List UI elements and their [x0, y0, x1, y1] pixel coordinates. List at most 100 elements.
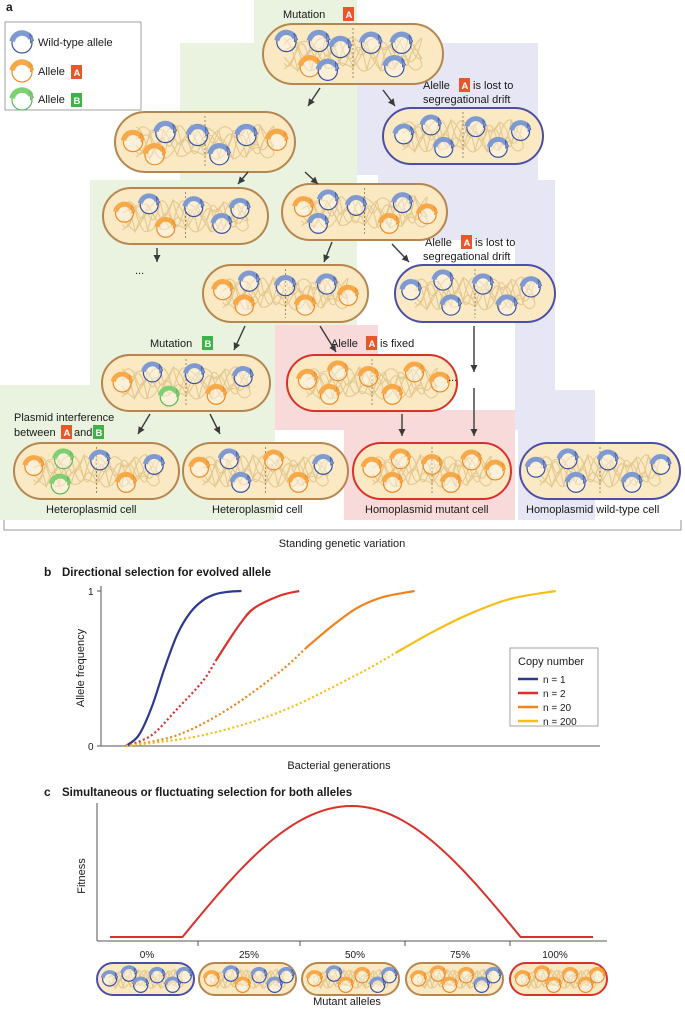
allele-a-plasmid [381, 383, 404, 405]
allele-a-icon [9, 59, 35, 83]
mutant-allele-cell-4 [509, 962, 608, 996]
wild-type-plasmid [141, 361, 164, 383]
allele-a-plasmid [211, 279, 234, 301]
allele-a-plasmid-icon [9, 59, 35, 83]
wild-type-plasmid [229, 471, 252, 493]
allele-a-plasmid [154, 216, 177, 238]
cell-lost-1 [382, 107, 544, 165]
allele-a-plasmid [204, 383, 228, 405]
arrow-group [137, 87, 478, 436]
allele-a-plasmid [202, 970, 221, 987]
mutation-a-badge [343, 7, 354, 21]
ellipsis-left: ... [135, 265, 144, 277]
lost-badge-2-text: A [464, 238, 471, 249]
wild-type-plasmid [368, 976, 387, 994]
wild-type-plasmid [432, 136, 455, 158]
cell-row4 [202, 264, 369, 323]
allele-a-plasmid [188, 456, 211, 478]
lost-badge-1-text: A [462, 81, 469, 92]
wild-type-plasmid [175, 966, 193, 984]
cell-row3-right [281, 183, 448, 241]
wild-type-plasmid [153, 120, 178, 144]
wild-type-plasmid [88, 449, 111, 471]
arrow-top-right [382, 89, 396, 107]
allele-a-plasmid [326, 360, 349, 382]
allele-a-plasmid [377, 212, 401, 234]
lost-label-2-suffix: is lost to [475, 237, 515, 249]
legend-label-n20: n = 20 [543, 703, 572, 714]
lost-label-1-prefix: Alelle [423, 80, 450, 92]
wild-type-plasmid [495, 294, 519, 316]
wild-type-plasmid [274, 29, 299, 53]
cell-interference [13, 442, 180, 500]
lost-label-1-suffix: is lost to [473, 80, 513, 92]
allele-a-plasmid [439, 471, 462, 493]
wild-type-plasmid [231, 366, 254, 387]
wild-type-plasmid [210, 213, 233, 234]
cell-label-homoplasmid-mutant: Homoplasmid mutant cell [365, 504, 489, 516]
cell-lost-2 [394, 264, 556, 323]
lost-badge-1 [459, 78, 470, 92]
arrow-lost-down-a [470, 326, 478, 372]
wild-type-plasmid [217, 448, 241, 470]
mutant-allele-cell-1 [198, 962, 297, 996]
allele-a-plasmid [293, 294, 317, 316]
wild-type-plasmid [182, 196, 205, 218]
lost-label-2-line2: segregational drift [423, 251, 510, 263]
panel-b-xlabel: Bacterial generations [287, 760, 391, 772]
copy-number-legend: Copy number n = 1 n = 2 n = 20 n = 200 [509, 647, 599, 728]
fitness-curve [110, 804, 593, 938]
wild-type-plasmid-icon [9, 30, 35, 54]
panel-b-axes [97, 586, 600, 747]
arrow-row3-to-lost [391, 243, 410, 263]
allele-a-plasmid [336, 976, 355, 994]
wild-type-plasmid [277, 966, 295, 984]
arrow-row3-down [153, 248, 161, 262]
cell-mutation-b [101, 354, 271, 412]
interference-badge-b-text: B [96, 428, 103, 439]
allele-b-plasmid-icon [9, 87, 35, 111]
wild-type-plasmid [380, 966, 398, 984]
cell-row3-left [102, 187, 269, 245]
wild-type-plasmid [419, 114, 442, 136]
interference-and: and [74, 427, 92, 439]
allele-b-plasmid [48, 473, 72, 495]
arrow-mutb-left [137, 413, 151, 435]
curve-dashed-4 [125, 652, 396, 748]
panel-c-title: Simultaneous or fluctuating selection fo… [62, 787, 352, 799]
arrow-row4-to-fixed [319, 325, 337, 353]
curve-n1 [125, 589, 242, 747]
legend-allele-a-label: Allele [38, 66, 65, 78]
allele-a-plasmid [389, 448, 412, 470]
panel-c-xtick-label: 25% [239, 950, 259, 961]
wild-type-plasmid [464, 116, 487, 138]
allele-a-plasmid [114, 471, 138, 493]
allele-a-plasmid [318, 383, 341, 405]
mutation-a-label: Mutation [283, 9, 325, 21]
allele-a-plasmid [420, 454, 443, 475]
allele-b-icon [9, 87, 35, 111]
fixed-label-prefix: Alelle [331, 338, 358, 350]
arrow-fixed-down [398, 414, 406, 436]
wild-type-plasmid [148, 966, 166, 984]
wild-type-plasmid [131, 976, 150, 994]
standing-variation-label: Standing genetic variation [279, 538, 406, 550]
wild-type-plasmid [120, 965, 138, 982]
interference-label-line1: Plasmid interference [14, 412, 114, 424]
mutation-a-badge-text: A [346, 10, 353, 21]
allele-a-plasmid [588, 966, 606, 984]
wild-type-plasmid [431, 269, 455, 291]
wild-type-plasmid [509, 120, 532, 142]
panel-b-ylabel: Allele frequency [75, 628, 87, 707]
wild-type-plasmid [274, 275, 297, 297]
curve-solid-2 [214, 589, 300, 662]
copy-number-legend-box [509, 647, 599, 727]
curve-solid-3 [304, 589, 415, 650]
wild-type-plasmid [316, 189, 340, 211]
arrow-mutb-right [209, 413, 221, 435]
wild-type-icon [9, 30, 35, 54]
allele-a-plasmid [360, 456, 383, 478]
wild-type-plasmid [382, 55, 407, 78]
wild-type-plasmid [100, 970, 119, 987]
wild-type-plasmid [234, 123, 259, 147]
